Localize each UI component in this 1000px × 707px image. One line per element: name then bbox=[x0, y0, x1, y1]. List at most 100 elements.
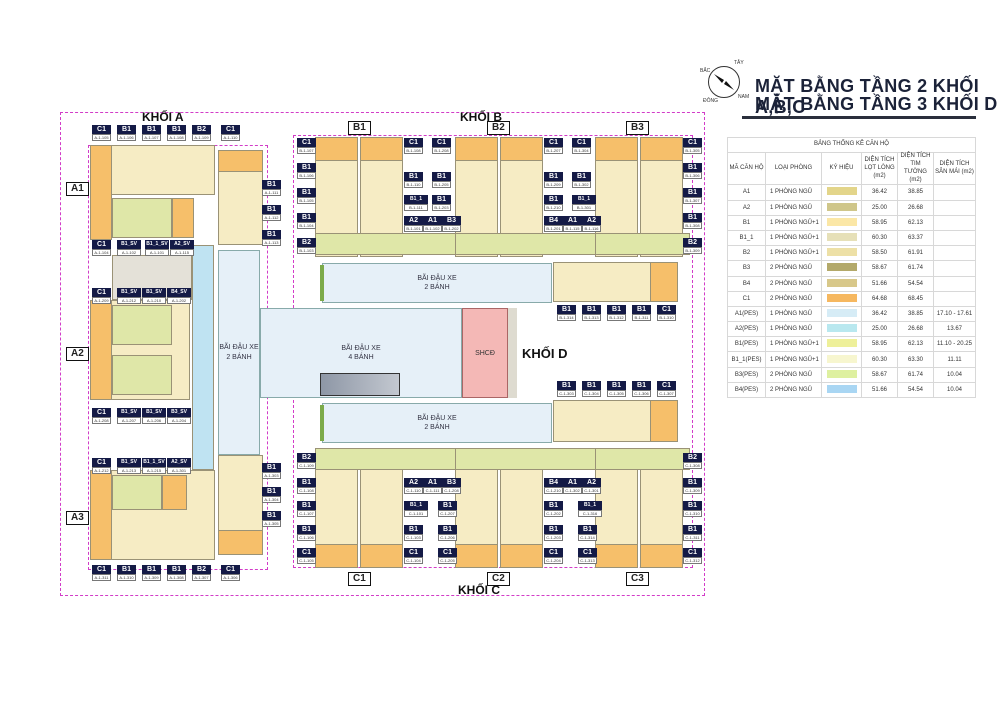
unit-type: B1 bbox=[262, 205, 281, 214]
unit-code: C-1-309 bbox=[683, 487, 702, 494]
unit-code: B-1-301 bbox=[572, 204, 596, 211]
unit-code: B-1-102 bbox=[423, 225, 442, 232]
unit-type: B1 bbox=[607, 381, 626, 390]
unit-type: B1_1_SV bbox=[145, 240, 169, 249]
unit-code: C-1-302 bbox=[563, 487, 582, 494]
unit-type: C1 bbox=[544, 138, 563, 147]
unit-code: A-1-308 bbox=[167, 574, 186, 581]
unit-code: B-1-207 bbox=[544, 147, 563, 154]
unit-code: C-1-103 bbox=[404, 534, 423, 541]
cell-code: B3(PES) bbox=[727, 366, 766, 383]
unit-code: B-1-308 bbox=[683, 222, 702, 229]
unit-type: B1 bbox=[557, 305, 576, 314]
unit-type: B2 bbox=[683, 453, 702, 462]
cell-gross-area: 54.54 bbox=[897, 275, 934, 292]
unit-code: A-1-104 bbox=[92, 249, 111, 256]
unit-type: C1 bbox=[221, 125, 240, 134]
compass-icon: BẮC TÂY ĐÔNG NAM bbox=[700, 58, 749, 106]
unit-type: B1_SV bbox=[117, 240, 141, 249]
unit-type: A2 bbox=[404, 478, 423, 487]
cell-symbol bbox=[821, 381, 862, 399]
unit-code: B-1-116 bbox=[582, 225, 601, 232]
compass-east: ĐÔNG bbox=[703, 98, 718, 104]
color-swatch bbox=[826, 354, 857, 363]
ramp bbox=[320, 373, 400, 396]
cell-symbol bbox=[821, 260, 862, 277]
cell-symbol bbox=[821, 199, 862, 216]
table-row: A1(PES) 1 PHÒNG NGỦ 36.42 38.85 17.10 - … bbox=[727, 305, 976, 323]
cell-gross-area: 63.37 bbox=[897, 229, 934, 247]
unit-code: A-1-309 bbox=[142, 574, 161, 581]
block-a-label: KHỐI A bbox=[142, 110, 184, 124]
title-divider bbox=[742, 116, 976, 119]
color-swatch bbox=[826, 248, 857, 257]
color-swatch bbox=[826, 308, 857, 317]
unit-type: B1 bbox=[297, 501, 316, 510]
section-label: C2 bbox=[487, 572, 510, 586]
unit-type: B4_SV bbox=[167, 288, 191, 297]
unit-code: C-1-101 bbox=[404, 510, 428, 517]
cell-symbol bbox=[821, 366, 862, 383]
block-a-pes-units bbox=[112, 305, 172, 345]
cell-symbol bbox=[821, 336, 862, 353]
table-row: A1 1 PHÒNG NGỦ 36.42 38.85 bbox=[727, 184, 976, 201]
block-a-corner-unit bbox=[90, 470, 112, 560]
section-label: A2 bbox=[66, 347, 89, 361]
cell-type: 2 PHÒNG NGỦ bbox=[765, 275, 822, 292]
cell-code: A2 bbox=[727, 199, 766, 216]
unit-code: C-1-313 bbox=[578, 557, 597, 564]
cell-symbol bbox=[821, 290, 862, 307]
unit-code: B-1-205 bbox=[432, 181, 451, 188]
cell-gross-area: 61.91 bbox=[897, 245, 934, 262]
unit-type: B2 bbox=[192, 565, 211, 574]
pes-units bbox=[595, 233, 690, 255]
unit-code: A-1-204 bbox=[167, 417, 191, 424]
section-label: B1 bbox=[348, 121, 371, 135]
cell-gross-area: 62.13 bbox=[897, 336, 934, 353]
unit-type: C1 bbox=[657, 381, 676, 390]
unit-code: C-1-107 bbox=[297, 510, 316, 517]
corner-unit bbox=[455, 137, 498, 161]
unit-code: B-1-202 bbox=[442, 225, 461, 232]
table-row: B3 2 PHÒNG NGỦ 58.67 61.74 bbox=[727, 260, 976, 277]
unit-code: C-1-208 bbox=[442, 487, 461, 494]
unit-code: A-1-112 bbox=[262, 214, 281, 221]
unit-code: C-1-306 bbox=[632, 390, 651, 397]
unit-type: B1 bbox=[683, 163, 702, 172]
unit-code: B-1-209 bbox=[544, 181, 563, 188]
cell-type: 1 PHÒNG NGỦ bbox=[765, 184, 822, 201]
block-c-label: KHỐI C bbox=[458, 583, 500, 597]
unit-type: B3_SV bbox=[167, 408, 191, 417]
community-label: SHCĐ bbox=[475, 349, 495, 357]
unit-code: B-1-208 bbox=[432, 147, 451, 154]
col-header-type: LOẠI PHÒNG bbox=[765, 152, 822, 186]
unit-code: C-1-202 bbox=[544, 510, 563, 517]
unit-code: C-1-108 bbox=[297, 487, 316, 494]
cell-net-area: 64.68 bbox=[861, 290, 898, 307]
